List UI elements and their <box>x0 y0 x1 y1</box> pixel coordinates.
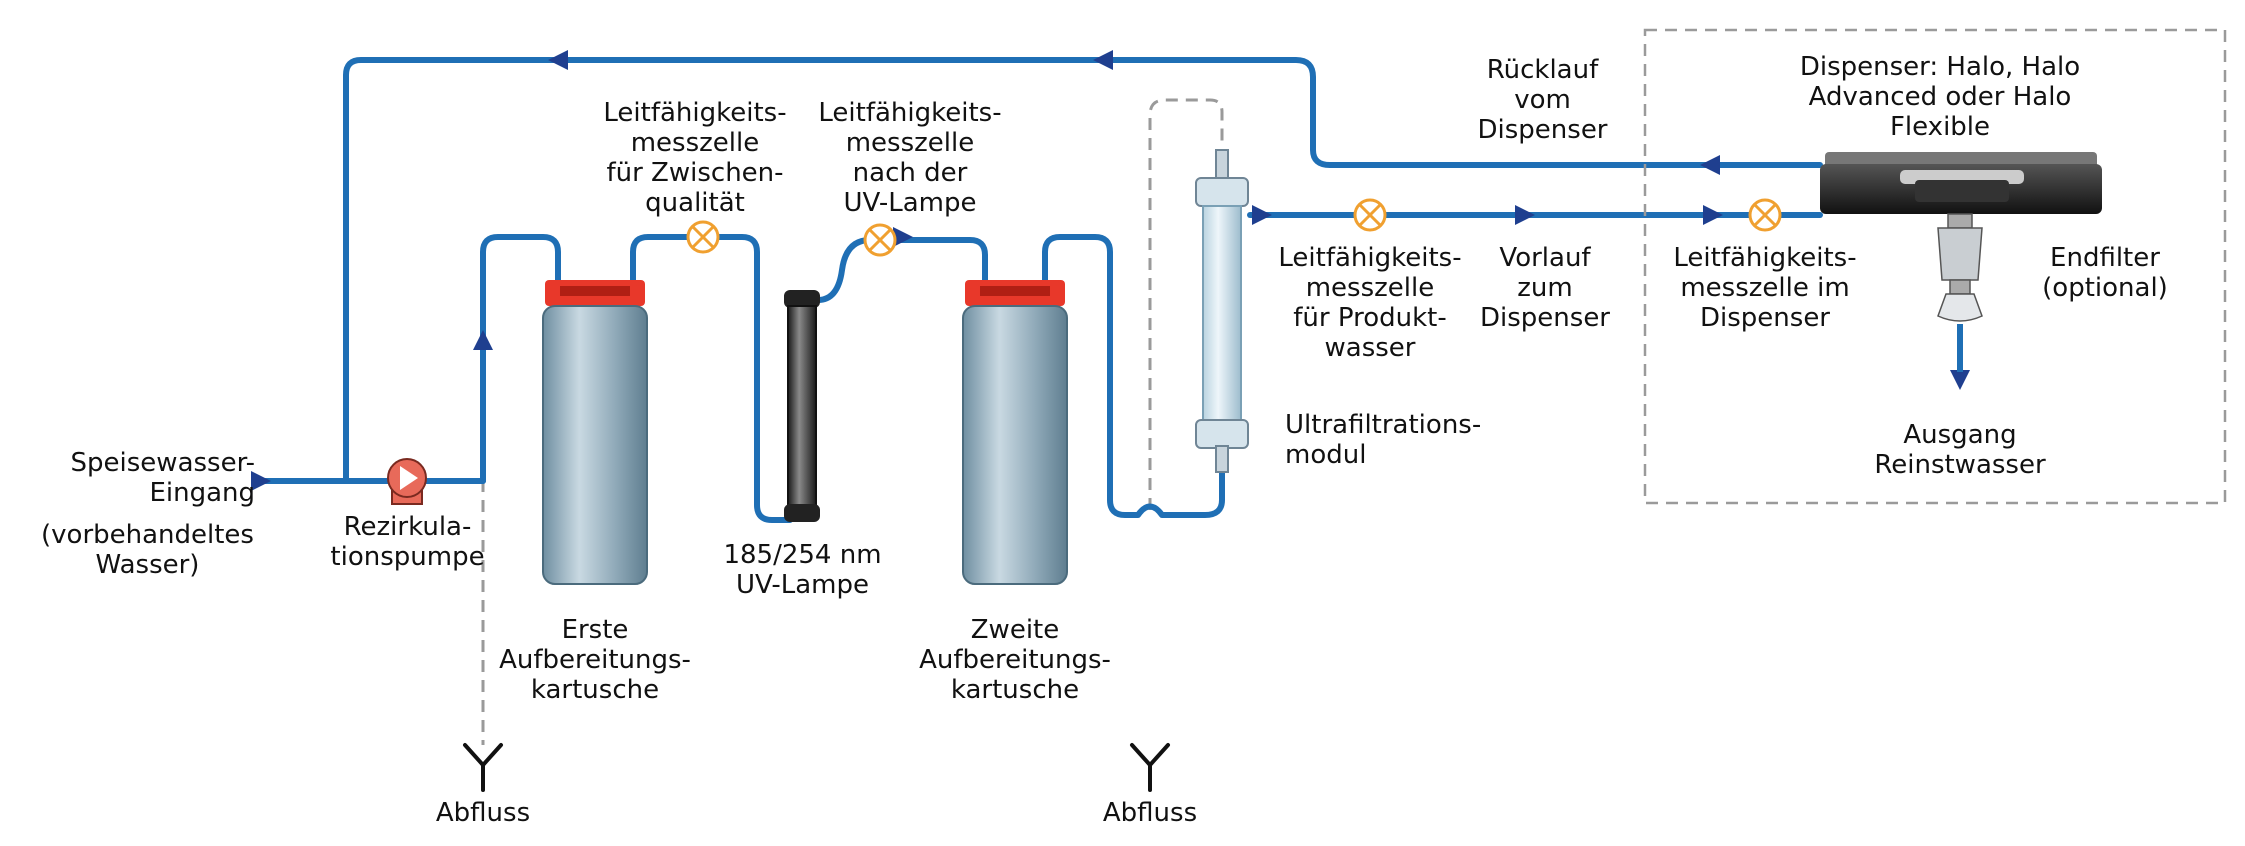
label-cond-intermediate: Leitfähigkeits- messzelle für Zwischen- … <box>603 98 787 218</box>
label-cond-product: Leitfähigkeits- messzelle für Produkt- w… <box>1278 243 1462 363</box>
flow-arrow-icon <box>251 471 271 491</box>
drain-lines <box>481 98 1224 745</box>
label-return-from-dispenser: Rücklauf vom Dispenser <box>1477 55 1608 145</box>
flow-arrow-icon <box>893 227 913 247</box>
pump-icon <box>387 458 427 505</box>
label-uf-module: Ultrafiltrations- modul <box>1285 410 1482 470</box>
label-cartridge-2: Zweite Aufbereitungs- kartusche <box>919 615 1111 705</box>
cartridge-2-icon <box>962 280 1068 585</box>
label-feed-note: (vorbehandeltes Wasser) <box>41 520 254 580</box>
flow-arrow-icon <box>473 330 493 350</box>
label-pump: Rezirkula- tionspumpe <box>330 512 485 572</box>
flow-arrow-icon <box>1093 50 1113 70</box>
dispenser-icon <box>1820 152 2102 214</box>
label-outlet: Ausgang Reinstwasser <box>1874 420 2046 480</box>
label-cond-after-uv: Leitfähigkeits- messzelle nach der UV-La… <box>818 98 1002 218</box>
label-drain-left: Abfluss <box>435 798 531 828</box>
end-filter-icon <box>1937 213 1983 322</box>
conductivity-sensor-icon <box>686 220 720 254</box>
conductivity-sensor-icon <box>863 223 897 257</box>
label-cond-in-dispenser: Leitfähigkeits- messzelle im Dispenser <box>1673 243 1857 333</box>
pipe-cartridge1-to-uv <box>630 234 793 523</box>
flow-arrow-icon <box>1252 205 1272 225</box>
flow-arrow-icon <box>1700 155 1720 175</box>
label-supply-to-dispenser: Vorlauf zum Dispenser <box>1480 243 1610 333</box>
label-cartridge-1: Erste Aufbereitungs- kartusche <box>499 615 691 705</box>
ultrafiltration-module-icon <box>1195 149 1249 473</box>
flow-arrow-icon <box>1515 205 1535 225</box>
drain-symbols <box>463 743 1170 792</box>
flow-arrows <box>251 50 1970 491</box>
conductivity-sensors <box>686 198 1782 257</box>
flow-arrow-icon <box>1950 370 1970 390</box>
flow-arrow-icon <box>1703 205 1723 225</box>
uv-lamp-icon <box>784 290 820 522</box>
drain-icon <box>1130 743 1170 792</box>
pipe-recirculation <box>343 57 1823 484</box>
label-feed-inlet: Speisewasser- Eingang <box>70 448 255 508</box>
conductivity-sensor-icon <box>1353 198 1387 232</box>
label-uv-lamp: 185/254 nm UV-Lampe <box>723 540 882 600</box>
pipe-cartridge2-to-uf <box>1042 234 1225 518</box>
pipe-to-cartridge-1 <box>480 234 561 484</box>
label-dispenser: Dispenser: Halo, Halo Advanced oder Halo… <box>1799 52 2081 142</box>
pipes <box>254 57 1823 523</box>
cartridge-1-icon <box>542 280 648 585</box>
label-end-filter: Endfilter (optional) <box>2042 243 2168 303</box>
conductivity-sensor-icon <box>1748 198 1782 232</box>
label-drain-right: Abfluss <box>1102 798 1198 828</box>
dispenser-boundary <box>1643 28 2227 505</box>
pipe-uv-to-cartridge-2 <box>815 237 988 303</box>
flow-arrow-icon <box>548 50 568 70</box>
drain-icon <box>463 743 503 792</box>
drain-line-right <box>1148 98 1224 510</box>
